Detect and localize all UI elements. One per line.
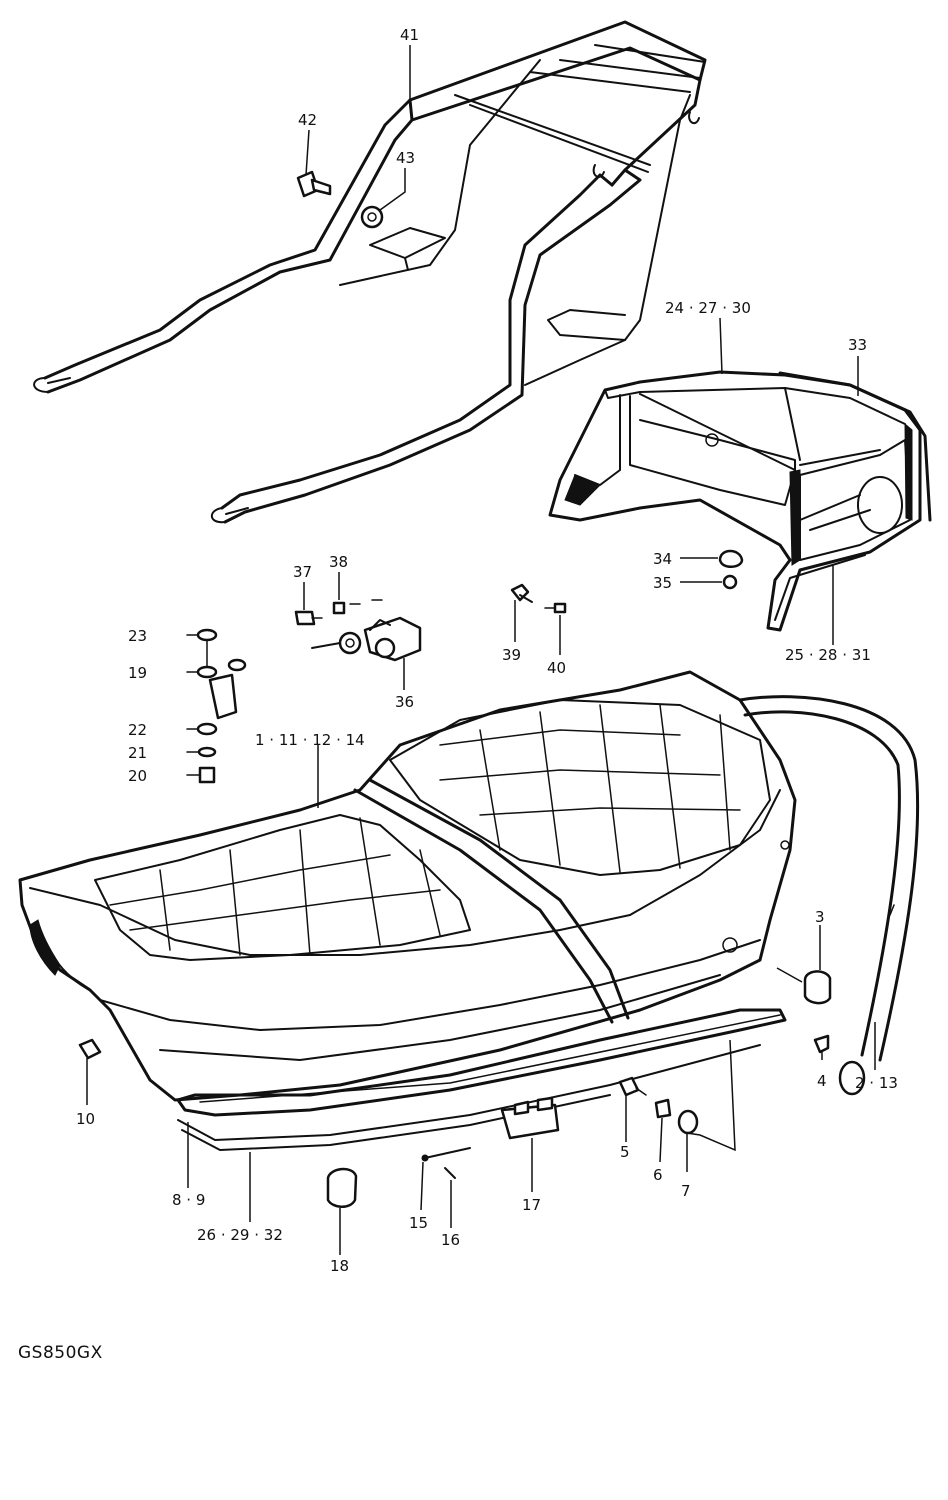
- callout-7: 7: [681, 1182, 691, 1200]
- bolt-42: [296, 170, 332, 198]
- seat-hook-39: [510, 583, 533, 603]
- grab-rail: [738, 695, 920, 1096]
- callout-16: 16: [441, 1231, 460, 1249]
- callout-40: 40: [547, 659, 566, 677]
- nut-43: [360, 205, 384, 229]
- latch-hardware-stack: [186, 628, 247, 784]
- callout-37: 37: [293, 563, 312, 581]
- callout-36: 36: [395, 693, 414, 711]
- callout-39: 39: [502, 646, 521, 664]
- callout-3: 3: [815, 908, 825, 926]
- callout-41: 41: [400, 26, 419, 44]
- callout-20: 20: [128, 767, 147, 785]
- pin-15: [421, 1147, 471, 1162]
- callout-35: 35: [653, 574, 672, 592]
- washer-7: [677, 1109, 699, 1135]
- callout-2-13: 2 · 13: [855, 1074, 898, 1092]
- nut-6: [654, 1098, 672, 1119]
- callout-1-11-12-14: 1 · 11 · 12 · 14: [255, 731, 365, 749]
- callout-5: 5: [620, 1143, 630, 1161]
- callout-19: 19: [128, 664, 147, 682]
- callout-15: 15: [409, 1214, 428, 1232]
- callout-25-28-31: 25 · 28 · 31: [785, 646, 871, 664]
- callout-10: 10: [76, 1110, 95, 1128]
- model-code: GS850GX: [18, 1343, 103, 1363]
- callout-42: 42: [298, 111, 317, 129]
- callout-18: 18: [330, 1257, 349, 1275]
- callout-43: 43: [396, 149, 415, 167]
- callout-38: 38: [329, 553, 348, 571]
- rubber-3: [803, 970, 832, 1005]
- callout-23: 23: [128, 627, 147, 645]
- callout-4: 4: [817, 1072, 827, 1090]
- callout-34: 34: [653, 550, 672, 568]
- clip-4: [813, 1034, 830, 1054]
- callout-22: 22: [128, 721, 147, 739]
- tail-cowl: [548, 370, 932, 632]
- cap-34: [718, 549, 744, 568]
- callout-8-9: 8 · 9: [172, 1191, 205, 1209]
- hinge-17: [500, 1096, 560, 1140]
- nut-35: [722, 574, 738, 590]
- seat: [18, 670, 797, 1102]
- seat-lock-assembly: [294, 599, 422, 662]
- cushion-18: [326, 1167, 358, 1208]
- callout-33: 33: [848, 336, 867, 354]
- bolt-5: [618, 1076, 647, 1097]
- callout-17: 17: [522, 1196, 541, 1214]
- callout-26-29-32: 26 · 29 · 32: [197, 1226, 283, 1244]
- callout-6: 6: [653, 1166, 663, 1184]
- screw-40: [544, 602, 567, 614]
- callout-21: 21: [128, 744, 147, 762]
- leader-lines: [86, 45, 876, 1255]
- callout-24-27-30: 24 · 27 · 30: [665, 299, 751, 317]
- clip-16: [444, 1167, 456, 1179]
- rear-rack-frame: [33, 20, 707, 524]
- bolt-10: [78, 1038, 102, 1060]
- seat-trim-strip: [176, 1008, 787, 1151]
- callout-labels: 41 42 43 24 · 27 · 30 33 34 35 25 · 28 ·…: [76, 26, 898, 1275]
